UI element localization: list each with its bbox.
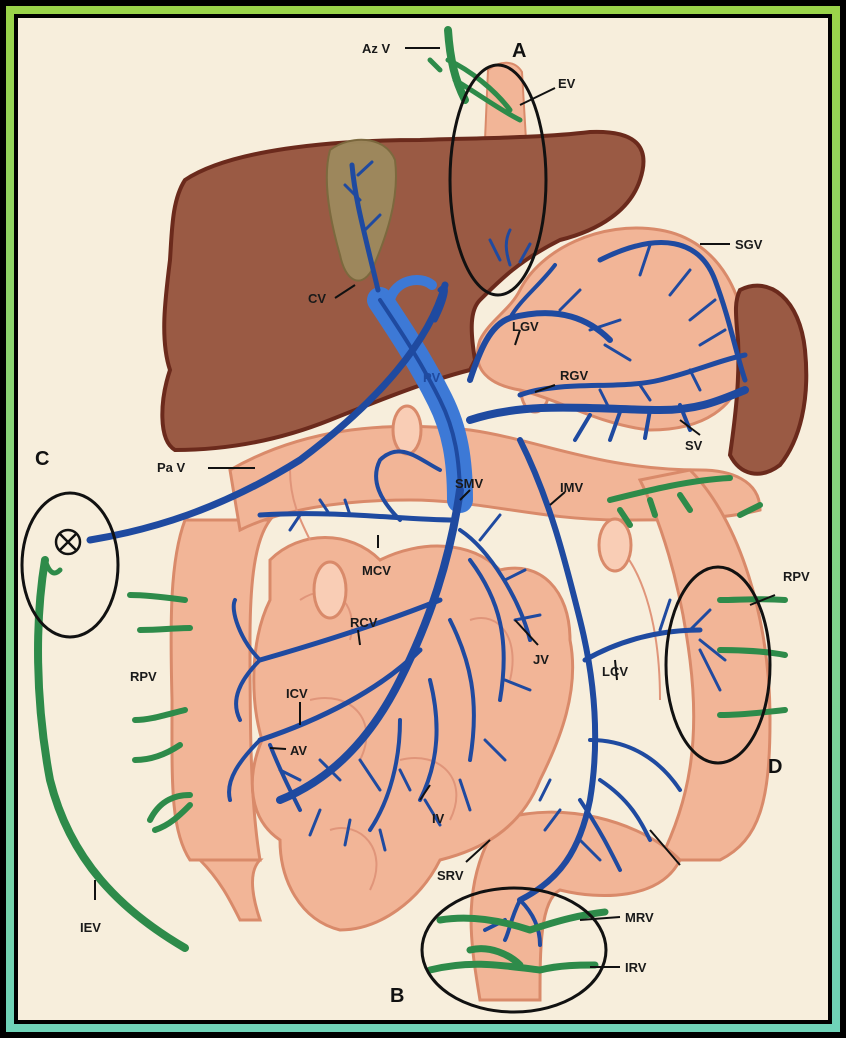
label-sgv: SGV bbox=[735, 237, 763, 252]
label-irv: IRV bbox=[625, 960, 647, 975]
label-ev: EV bbox=[558, 76, 576, 91]
region-c-label: C bbox=[35, 448, 49, 470]
label-icv: ICV bbox=[286, 686, 308, 701]
label-iv: IV bbox=[432, 811, 445, 826]
label-mrv: MRV bbox=[625, 910, 654, 925]
label-av: AV bbox=[290, 743, 307, 758]
region-b-label: B bbox=[390, 985, 404, 1007]
umbilicus-icon bbox=[56, 530, 80, 554]
label-sv: SV bbox=[685, 438, 703, 453]
label-rpv-left: RPV bbox=[130, 669, 157, 684]
label-rcv: RCV bbox=[350, 615, 378, 630]
label-pav: Pa V bbox=[157, 460, 186, 475]
label-rpv-right: RPV bbox=[783, 569, 810, 584]
label-pv: PV bbox=[423, 370, 441, 385]
label-lcv: LCV bbox=[602, 664, 628, 679]
label-imv: IMV bbox=[560, 480, 583, 495]
label-iev: IEV bbox=[80, 920, 101, 935]
region-a-label: A bbox=[512, 40, 526, 62]
label-mcv: MCV bbox=[362, 563, 391, 578]
label-rgv: RGV bbox=[560, 368, 589, 383]
label-cv: CV bbox=[308, 291, 326, 306]
label-jv: JV bbox=[533, 652, 549, 667]
label-azv: Az V bbox=[362, 41, 391, 56]
label-srv: SRV bbox=[437, 868, 464, 883]
label-lgv: LGV bbox=[512, 319, 539, 334]
region-d-label: D bbox=[768, 756, 782, 778]
label-smv: SMV bbox=[455, 476, 484, 491]
